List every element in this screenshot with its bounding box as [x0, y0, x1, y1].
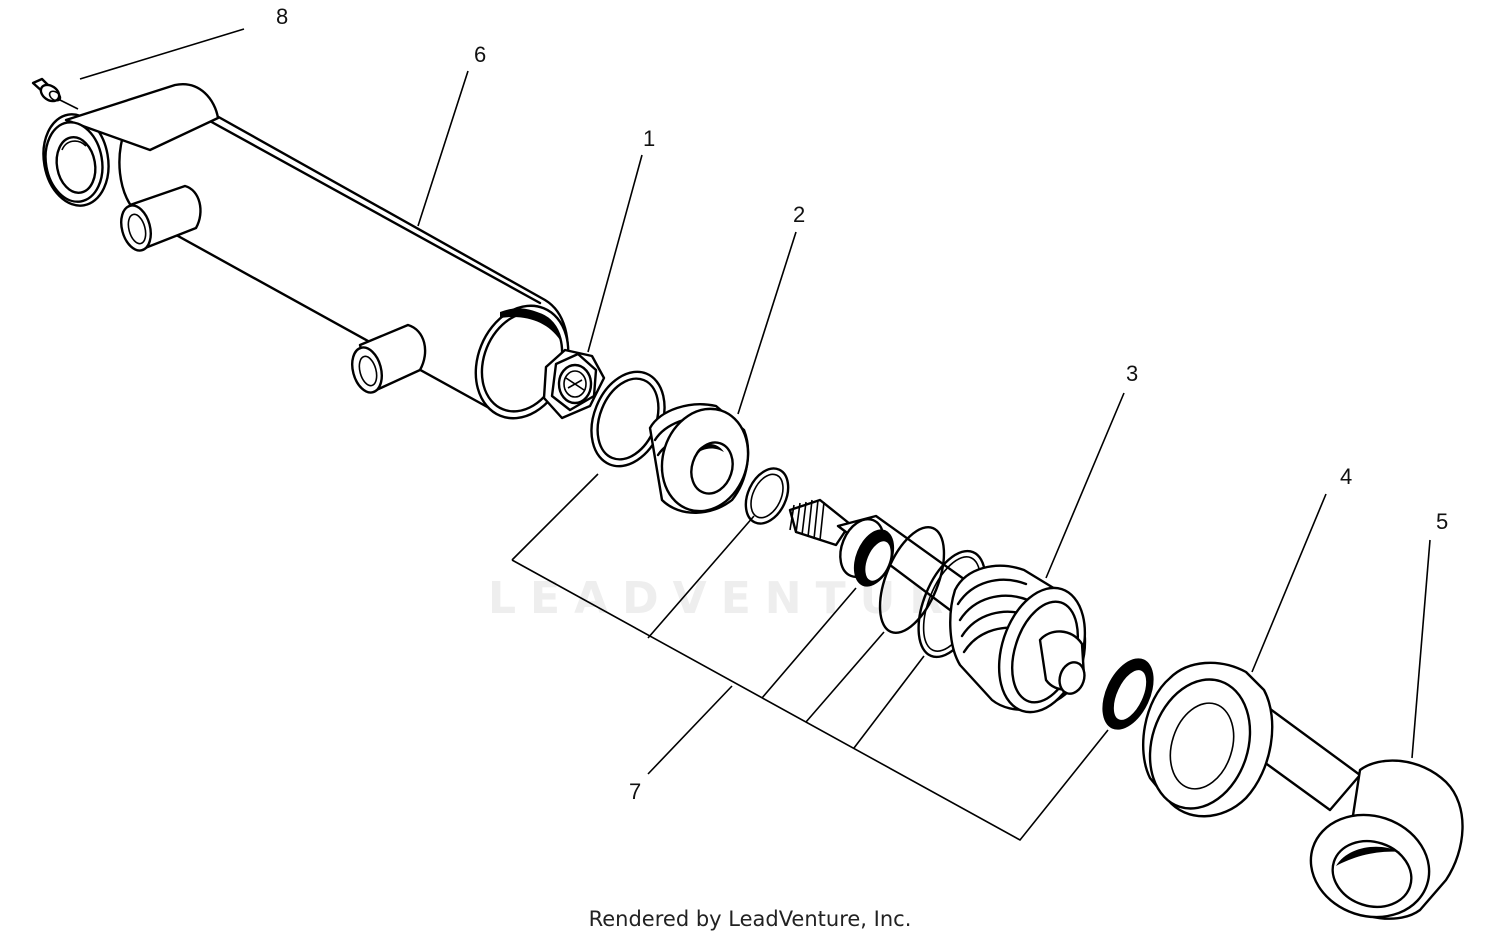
part-8-grease-fitting[interactable]	[31, 77, 79, 110]
watermark-text: LEADVENTURE	[488, 573, 1002, 624]
callout-1: 1	[643, 126, 655, 151]
callout-2: 2	[793, 202, 805, 227]
part-6-cylinder-barrel[interactable]	[36, 83, 584, 432]
part-3-piston-rod[interactable]	[788, 498, 1100, 723]
leader-lines	[79, 28, 1431, 842]
part-4-rod-end-head[interactable]	[1134, 661, 1362, 822]
footer-credit: Rendered by LeadVenture, Inc.	[588, 907, 912, 931]
wiper-seal[interactable]	[1092, 650, 1164, 737]
callout-7: 7	[629, 779, 641, 804]
small-o-ring[interactable]	[738, 462, 797, 531]
callout-6: 6	[474, 42, 486, 67]
part-1-hex-nut[interactable]	[542, 348, 606, 420]
callout-8: 8	[276, 4, 288, 29]
callout-5: 5	[1436, 509, 1448, 534]
callout-3: 3	[1126, 361, 1138, 386]
callout-4: 4	[1340, 464, 1352, 489]
part-5-rod-eye[interactable]	[1297, 759, 1464, 933]
part-2-gland[interactable]	[648, 398, 761, 523]
